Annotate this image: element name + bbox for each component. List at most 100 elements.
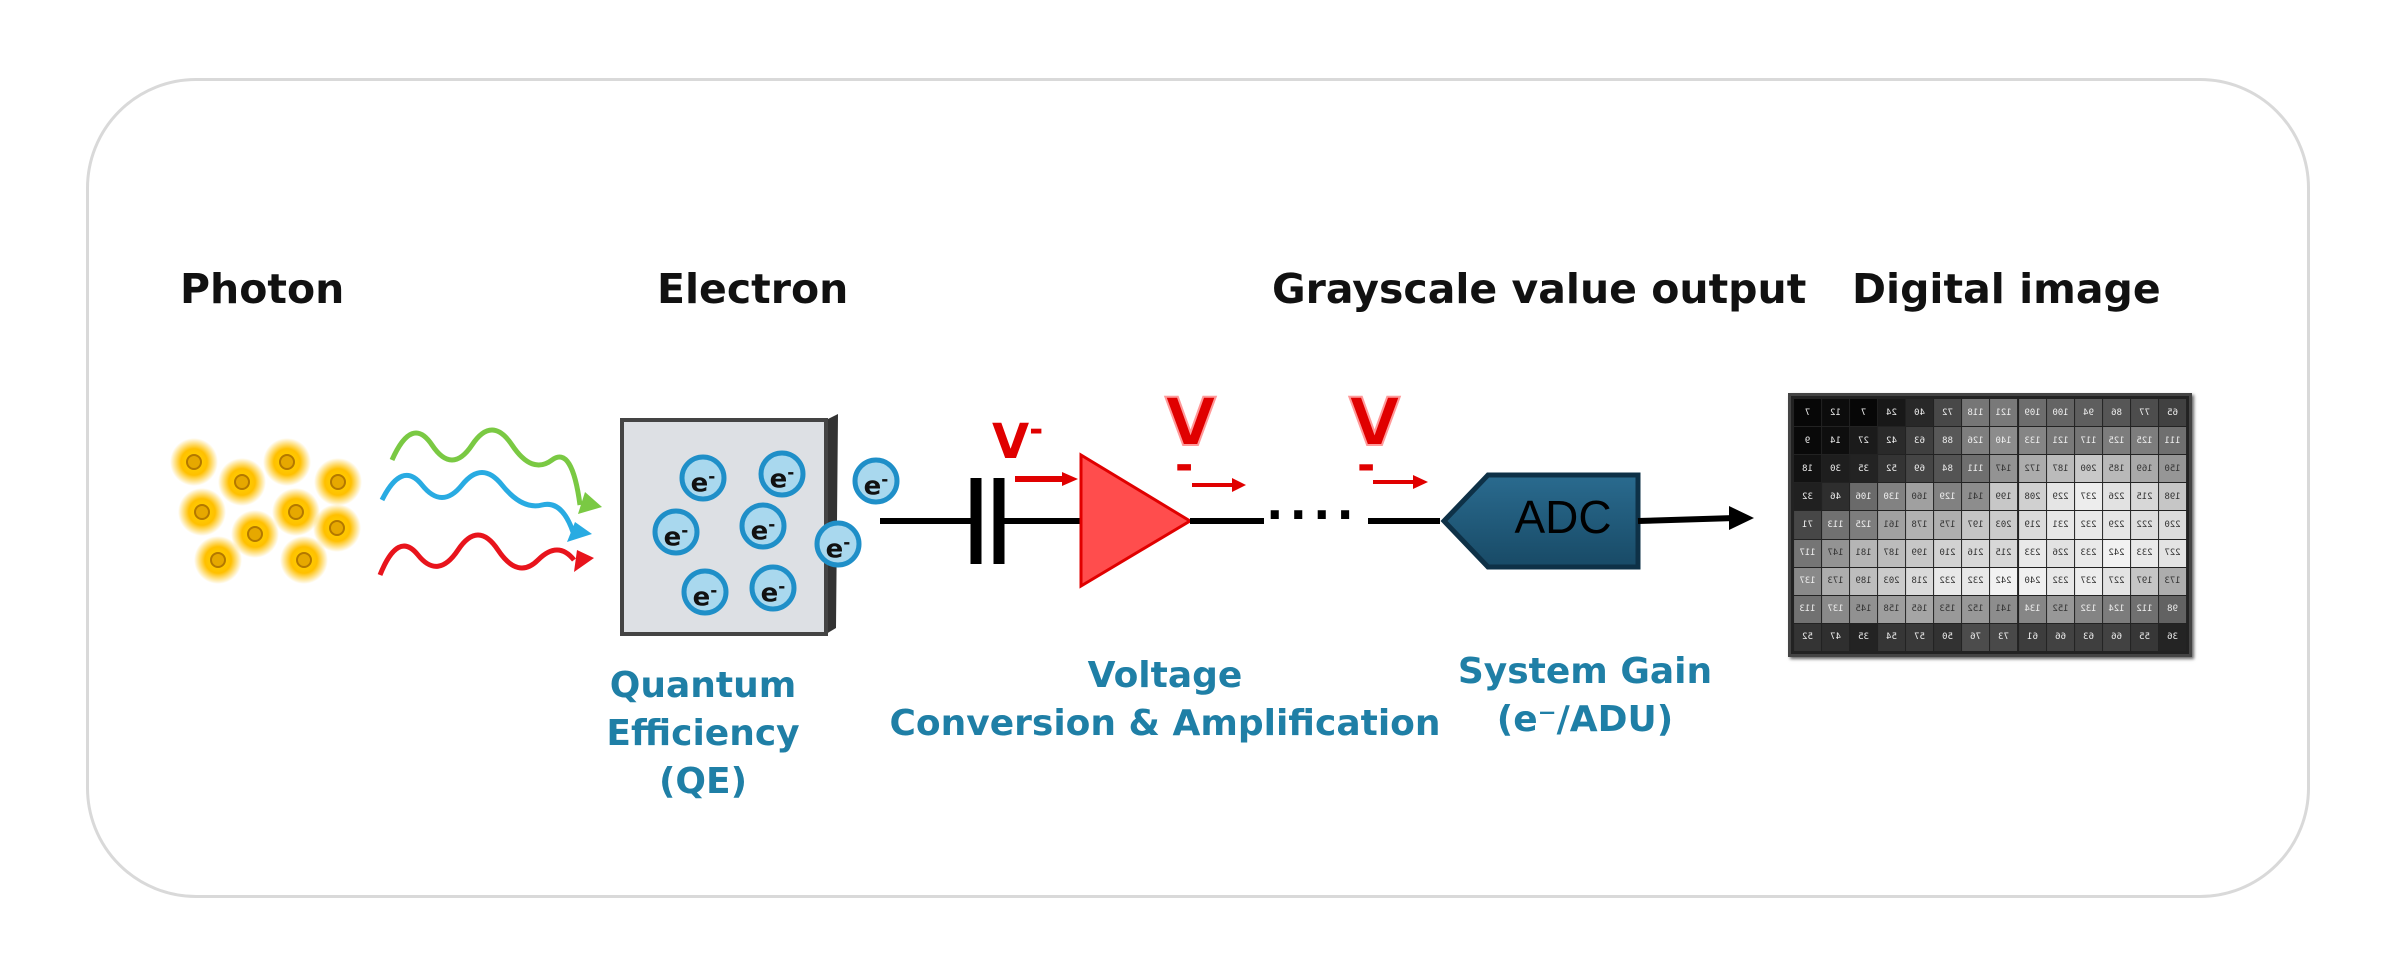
photon-core	[247, 526, 263, 542]
pixel-cell: 141	[1990, 595, 2018, 623]
pixel-cell: 55	[2130, 623, 2158, 651]
circuit	[880, 452, 1754, 589]
electron-label: e-	[663, 521, 689, 553]
pixel-cell: 140	[1990, 427, 2018, 455]
caption-line: Efficiency	[606, 713, 800, 754]
pixel-cell: 35	[1850, 455, 1878, 483]
electron	[749, 564, 797, 612]
pixel-cell: 72	[1934, 399, 1962, 427]
pixel-cell: 52	[1878, 455, 1906, 483]
pixel-cell: 242	[1990, 567, 2018, 595]
photon-cluster	[170, 438, 362, 584]
electron	[814, 520, 862, 568]
voltage-sign: -	[1029, 410, 1044, 450]
pixel-cell: 222	[2130, 511, 2158, 539]
stage-title-photon: Photon	[180, 265, 345, 313]
green-wave	[389, 427, 583, 506]
pixel-cell: 227	[2102, 567, 2130, 595]
pixel-cell: 52	[1794, 623, 1822, 651]
pixel-cell: 242	[2102, 539, 2130, 567]
pixel-cell: 94	[2074, 399, 2102, 427]
pixel-cell: 100	[2046, 399, 2074, 427]
blue-wave	[379, 470, 576, 533]
pixel-cell: 178	[1906, 511, 1934, 539]
pixel-cell: 160	[1906, 483, 1934, 511]
voltage-label-amplifier: V -	[1164, 389, 1217, 488]
electron	[679, 454, 727, 502]
pixel-cell: 111	[1962, 455, 1990, 483]
stage-title-grayscale: Grayscale value output	[1272, 265, 1807, 313]
electron	[681, 568, 729, 616]
stage-title-electron: Electron	[657, 265, 849, 313]
pixel-cell: 106	[1850, 483, 1878, 511]
pixel-cell: 233	[2074, 539, 2102, 567]
pixel-cell: 112	[2130, 595, 2158, 623]
pixel-cell: 232	[2046, 567, 2074, 595]
pixel-cell: 65	[2158, 399, 2186, 427]
photon-core	[210, 552, 226, 568]
voltage-label-adc: V -	[1348, 389, 1401, 491]
pixel-cell: 197	[2130, 567, 2158, 595]
photon-core	[279, 454, 295, 470]
pixel-cell: 153	[1934, 595, 1962, 623]
voltage-sign: -	[1357, 440, 1376, 491]
pixel-cell: 141	[1962, 483, 1990, 511]
pixel-cell: 129	[1934, 483, 1962, 511]
pixel-cell: 215	[2130, 483, 2158, 511]
pixel-cell: 137	[1794, 567, 1822, 595]
caption-system-gain: System Gain (e⁻/ADU)	[1445, 648, 1725, 744]
pixel-cell: 125	[2102, 427, 2130, 455]
pixel-cell: 210	[1934, 539, 1962, 567]
pixel-cell: 147	[1822, 539, 1850, 567]
pixel-cell: 118	[1962, 399, 1990, 427]
pixel-cell: 24	[1878, 399, 1906, 427]
pixel-cell: 69	[1906, 455, 1934, 483]
electron-label: e-	[760, 577, 786, 609]
pixel-cell: 197	[1962, 511, 1990, 539]
caption-voltage-conversion: Voltage Conversion & Amplification	[885, 652, 1445, 748]
voltage-symbol: V	[1164, 384, 1217, 461]
pixel-cell: 63	[1906, 427, 1934, 455]
voltage-markers	[1015, 472, 1428, 492]
pixel-cell: 240	[2018, 567, 2046, 595]
pixel-cell: 237	[2074, 483, 2102, 511]
electron-label: e-	[750, 515, 776, 547]
caption-line: (QE)	[658, 761, 748, 802]
pixel-cell: 229	[2046, 483, 2074, 511]
pixel-cell: 46	[1822, 483, 1850, 511]
pixel-cell: 125	[1850, 511, 1878, 539]
electron-label: e-	[692, 581, 718, 613]
pixel-cell: 113	[1794, 595, 1822, 623]
pixel-cell: 121	[2046, 427, 2074, 455]
light-waves	[377, 427, 602, 576]
voltage-label-capacitor: V-	[992, 410, 1043, 470]
pixel-cell: 232	[2074, 511, 2102, 539]
pixel-cell: 215	[1990, 539, 2018, 567]
pixel-cell: 226	[2046, 539, 2074, 567]
pixel-cell: 84	[1934, 455, 1962, 483]
pixel-cell: 61	[2018, 623, 2046, 651]
pixel-cell: 232	[1962, 567, 1990, 595]
pixel-cell: 121	[1990, 399, 2018, 427]
pixel-cell: 229	[2102, 511, 2130, 539]
pixel-cell: 125	[2130, 427, 2158, 455]
pixel-cell: 66	[2046, 623, 2074, 651]
pixel-cell: 218	[1906, 567, 1934, 595]
pixel-cell: 200	[2074, 455, 2102, 483]
pixel-cell: 124	[2102, 595, 2130, 623]
electron-label: e-	[769, 463, 795, 495]
pixel-cell: 36	[2158, 623, 2186, 651]
pixel-cell: 181	[1850, 539, 1878, 567]
pixel-cell: 109	[2018, 399, 2046, 427]
pixel-cell: 54	[1878, 623, 1906, 651]
caption-line: Voltage	[1087, 655, 1243, 696]
pixel-cell: 7	[1850, 399, 1878, 427]
pixel-cell: 113	[1822, 511, 1850, 539]
pixel-cell: 233	[2130, 539, 2158, 567]
pixel-cell: 173	[2158, 567, 2186, 595]
photon-core	[296, 552, 312, 568]
caption-line: System Gain	[1457, 651, 1713, 692]
pixel-cell: 203	[1878, 567, 1906, 595]
